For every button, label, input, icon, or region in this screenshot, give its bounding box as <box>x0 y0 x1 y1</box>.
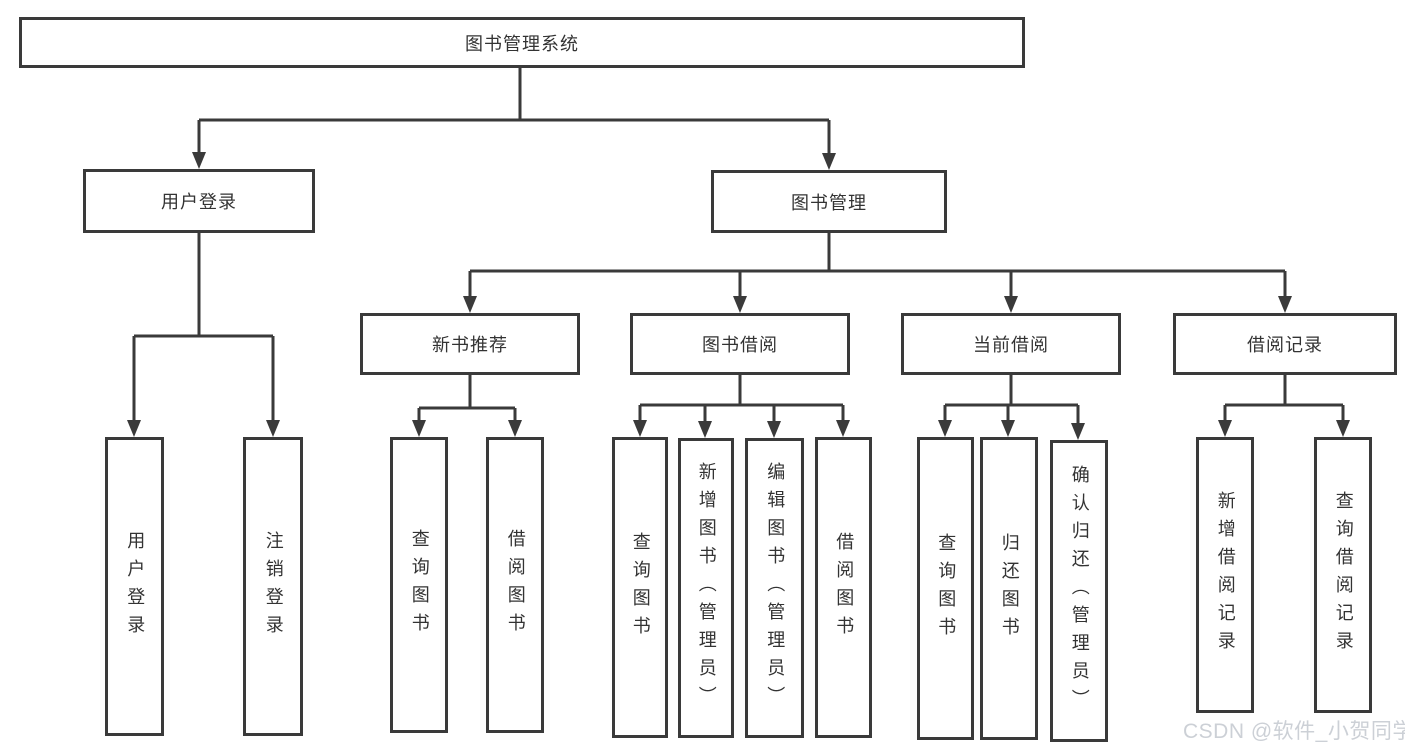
node-label: 借阅记录 <box>1247 335 1323 355</box>
node-label: 用户登录 <box>125 530 146 643</box>
connector-current-borrowing-to-leaves <box>938 375 1085 440</box>
leaf-query-borrow-record: 查询借阅记录 <box>1314 437 1372 713</box>
connector-book-management-to-level3 <box>463 233 1292 313</box>
node-borrowing-records: 借阅记录 <box>1173 313 1397 375</box>
node-new-book-recommend: 新书推荐 <box>360 313 580 375</box>
arrow-down-icon <box>127 420 141 437</box>
leaf-borrow-books-recommend: 借阅图书 <box>486 437 544 733</box>
arrow-down-icon <box>1071 423 1085 440</box>
arrow-down-icon <box>1004 296 1018 313</box>
connector-new-book-recommend-to-leaves <box>412 375 522 437</box>
arrow-down-icon <box>412 420 426 437</box>
node-label: 归还图书 <box>999 532 1020 645</box>
node-label: 当前借阅 <box>973 335 1049 355</box>
leaf-query-books-borrowing: 查询图书 <box>612 437 668 738</box>
connector-book-borrowing-to-leaves <box>633 375 850 438</box>
arrow-down-icon <box>822 153 836 170</box>
watermark: CSDN @软件_小贺同学 <box>1183 720 1405 743</box>
node-current-borrowing: 当前借阅 <box>901 313 1121 375</box>
node-user-login: 用户登录 <box>83 169 315 233</box>
node-label: 查询图书 <box>630 531 651 644</box>
node-label: 查询借阅记录 <box>1333 491 1354 659</box>
node-label: 图书管理 <box>791 192 867 213</box>
node-label: 确认归还（管理员） <box>1069 465 1090 717</box>
node-label: 新增借阅记录 <box>1215 491 1236 659</box>
arrow-down-icon <box>733 296 747 313</box>
leaf-user-login: 用户登录 <box>105 437 164 736</box>
arrow-down-icon <box>463 296 477 313</box>
arrow-down-icon <box>1336 420 1350 437</box>
leaf-query-books-recommend: 查询图书 <box>390 437 448 733</box>
arrow-down-icon <box>698 421 712 438</box>
leaf-confirm-return-admin: 确认归还（管理员） <box>1050 440 1108 742</box>
leaf-return-books: 归还图书 <box>980 437 1038 740</box>
node-label: 用户登录 <box>161 192 237 212</box>
arrow-down-icon <box>192 152 206 169</box>
node-book-management: 图书管理 <box>711 170 947 233</box>
leaf-borrow-books: 借阅图书 <box>815 437 872 738</box>
leaf-edit-book-admin: 编辑图书（管理员） <box>745 438 804 738</box>
arrow-down-icon <box>836 420 850 437</box>
node-label: 新增图书（管理员） <box>696 462 717 714</box>
leaf-add-book-admin: 新增图书（管理员） <box>678 438 734 738</box>
node-label: 图书管理系统 <box>465 33 579 54</box>
connector-root-to-level2 <box>192 66 836 170</box>
node-library-management-system: 图书管理系统 <box>19 17 1025 68</box>
node-label: 借阅图书 <box>834 531 855 644</box>
leaf-query-books-current: 查询图书 <box>917 437 974 740</box>
node-label: 借阅图书 <box>505 529 526 641</box>
node-label: 注销登录 <box>263 530 284 643</box>
arrow-down-icon <box>1278 296 1292 313</box>
arrow-down-icon <box>508 420 522 437</box>
node-label: 查询图书 <box>936 532 957 645</box>
arrow-down-icon <box>767 421 781 438</box>
connector-user-login-to-leaves <box>127 233 280 437</box>
node-book-borrowing: 图书借阅 <box>630 313 850 375</box>
arrow-down-icon <box>266 420 280 437</box>
node-label: 新书推荐 <box>432 335 508 355</box>
node-label: 图书借阅 <box>702 335 778 355</box>
arrow-down-icon <box>633 420 647 437</box>
connector-borrowing-records-to-leaves <box>1218 375 1350 437</box>
arrow-down-icon <box>1001 420 1015 437</box>
leaf-logout: 注销登录 <box>243 437 303 736</box>
leaf-add-borrow-record: 新增借阅记录 <box>1196 437 1254 713</box>
node-label: 编辑图书（管理员） <box>765 462 786 714</box>
arrow-down-icon <box>1218 420 1232 437</box>
node-label: 查询图书 <box>409 529 430 641</box>
arrow-down-icon <box>938 420 952 437</box>
